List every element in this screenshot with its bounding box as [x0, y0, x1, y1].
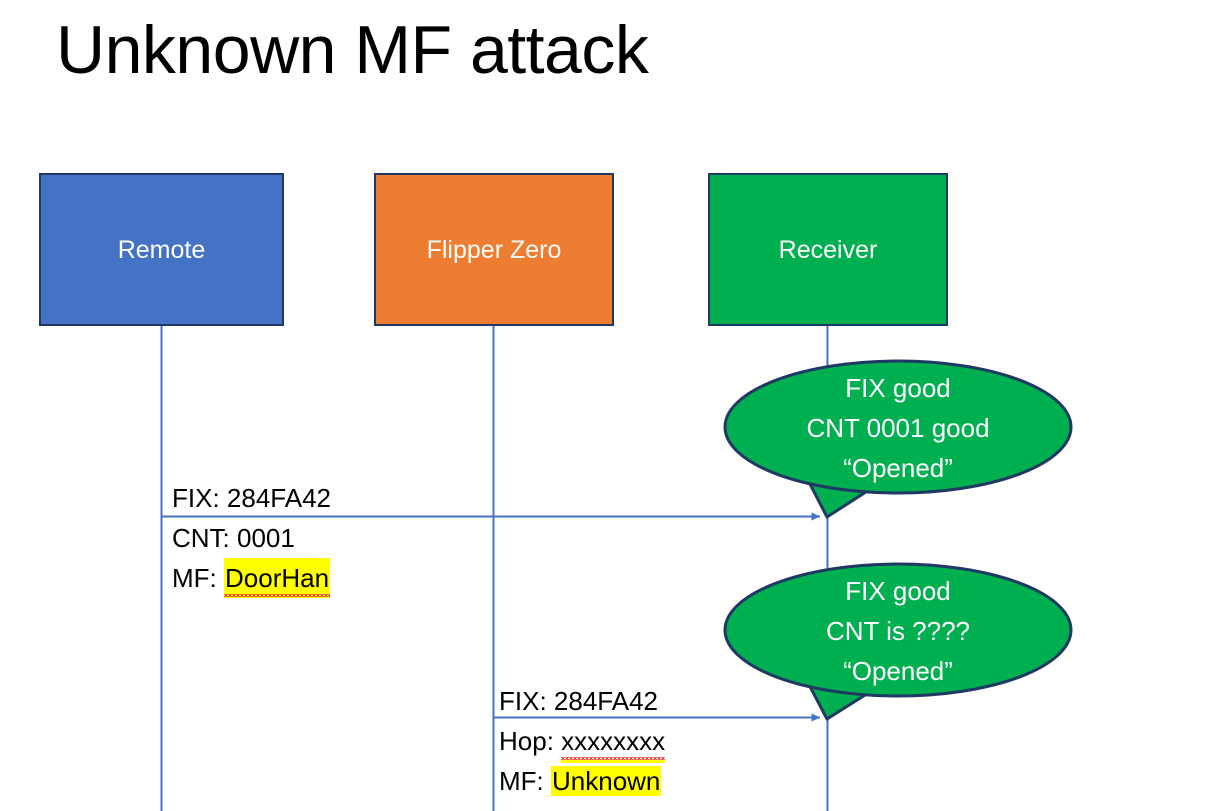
callout-bubble-2	[723, 562, 1073, 721]
message-2-line-mf: MF: Unknown	[499, 761, 665, 801]
message-2-fix-label: FIX:	[499, 686, 554, 716]
message-2-line-hop: Hop: xxxxxxxx	[499, 721, 666, 763]
message-1-fix-label: FIX:	[172, 483, 227, 513]
message-1-mf-label: MF:	[172, 563, 224, 593]
message-1-line-fix: FIX: 284FA42	[172, 478, 331, 518]
message-2-mf-label: MF:	[499, 766, 551, 796]
message-2-hop-label: Hop:	[499, 726, 562, 756]
message-1-fix-value: 284FA42	[226, 483, 331, 513]
message-2-mf-value: Unknown	[551, 766, 662, 796]
actor-box-remote[interactable]: Remote	[39, 173, 284, 326]
callout-bubble-1	[723, 359, 1073, 519]
actor-label-flipper: Flipper Zero	[426, 235, 562, 264]
message-2-hop-value: xxxxxxxx	[561, 721, 666, 763]
bubble-2-ellipse	[723, 562, 1073, 698]
message-label-block-1: FIX: 284FA42 CNT: 0001 MF: DoorHan	[172, 478, 331, 598]
message-1-mf-value: DoorHan	[224, 558, 331, 598]
actor-label-remote: Remote	[117, 235, 206, 264]
message-1-line-cnt: CNT: 0001	[172, 518, 331, 558]
actor-box-receiver[interactable]: Receiver	[708, 173, 948, 326]
actor-label-receiver: Receiver	[778, 235, 878, 264]
message-1-cnt-value: 0001	[237, 523, 295, 553]
bubble-1-ellipse	[723, 359, 1073, 495]
message-label-block-2: FIX: 284FA42 Hop: xxxxxxxx MF: Unknown	[499, 681, 666, 801]
message-1-cnt-label: CNT:	[172, 523, 237, 553]
message-2-line-fix: FIX: 284FA42	[499, 681, 665, 721]
message-1-line-mf: MF: DoorHan	[172, 558, 331, 598]
actor-box-flipper[interactable]: Flipper Zero	[374, 173, 614, 326]
page-title: Unknown MF attack	[56, 12, 649, 88]
message-2-fix-value: 284FA42	[553, 686, 658, 716]
